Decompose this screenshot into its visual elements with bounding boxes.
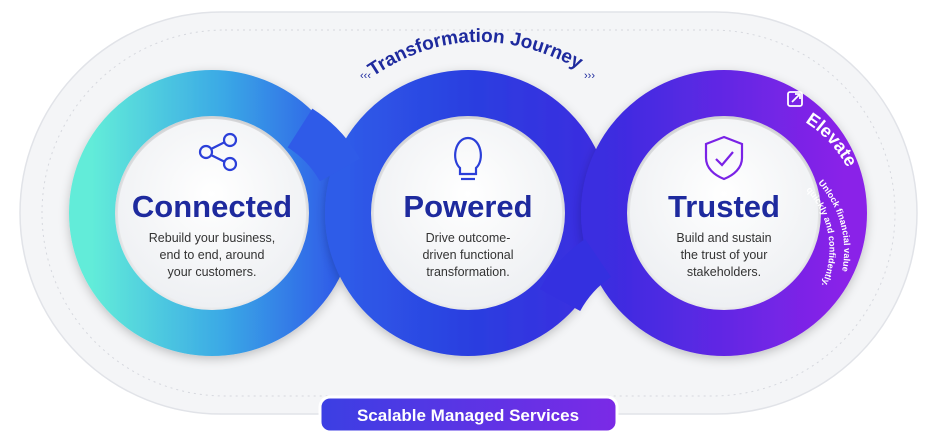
pillar-title-powered: Powered xyxy=(403,189,532,224)
chevron-right-icon: ››› xyxy=(584,70,595,82)
disc-powered xyxy=(374,119,562,307)
pillar-desc-line: the trust of your xyxy=(681,248,768,262)
scalable-managed-services-badge: Scalable Managed Services xyxy=(318,395,619,434)
badge-text: Scalable Managed Services xyxy=(357,406,579,425)
pillar-title-trusted: Trusted xyxy=(668,189,780,224)
ring-trusted xyxy=(581,70,867,356)
ring-weave xyxy=(539,238,612,312)
disc-connected xyxy=(118,119,306,307)
pillar-desc-line: your customers. xyxy=(168,265,257,279)
shield-check-icon xyxy=(704,135,744,181)
pillar-desc-line: end to end, around xyxy=(160,248,265,262)
pillar-desc-line: driven functional xyxy=(422,248,513,262)
pillar-desc-line: Build and sustain xyxy=(676,231,771,245)
expand-arrow-icon xyxy=(787,91,803,107)
lightbulb-icon xyxy=(454,136,482,181)
ring-weave xyxy=(287,108,360,183)
share-icon xyxy=(198,132,238,172)
disc-trusted xyxy=(630,119,818,307)
pillar-desc-line: Drive outcome- xyxy=(426,231,511,245)
chevron-left-icon: ‹‹‹ xyxy=(360,70,371,82)
pillar-title-connected: Connected xyxy=(132,189,292,224)
pillar-desc-line: transformation. xyxy=(426,265,509,279)
pillar-desc-line: stakeholders. xyxy=(687,265,761,279)
pillar-desc-line: Rebuild your business, xyxy=(149,231,275,245)
